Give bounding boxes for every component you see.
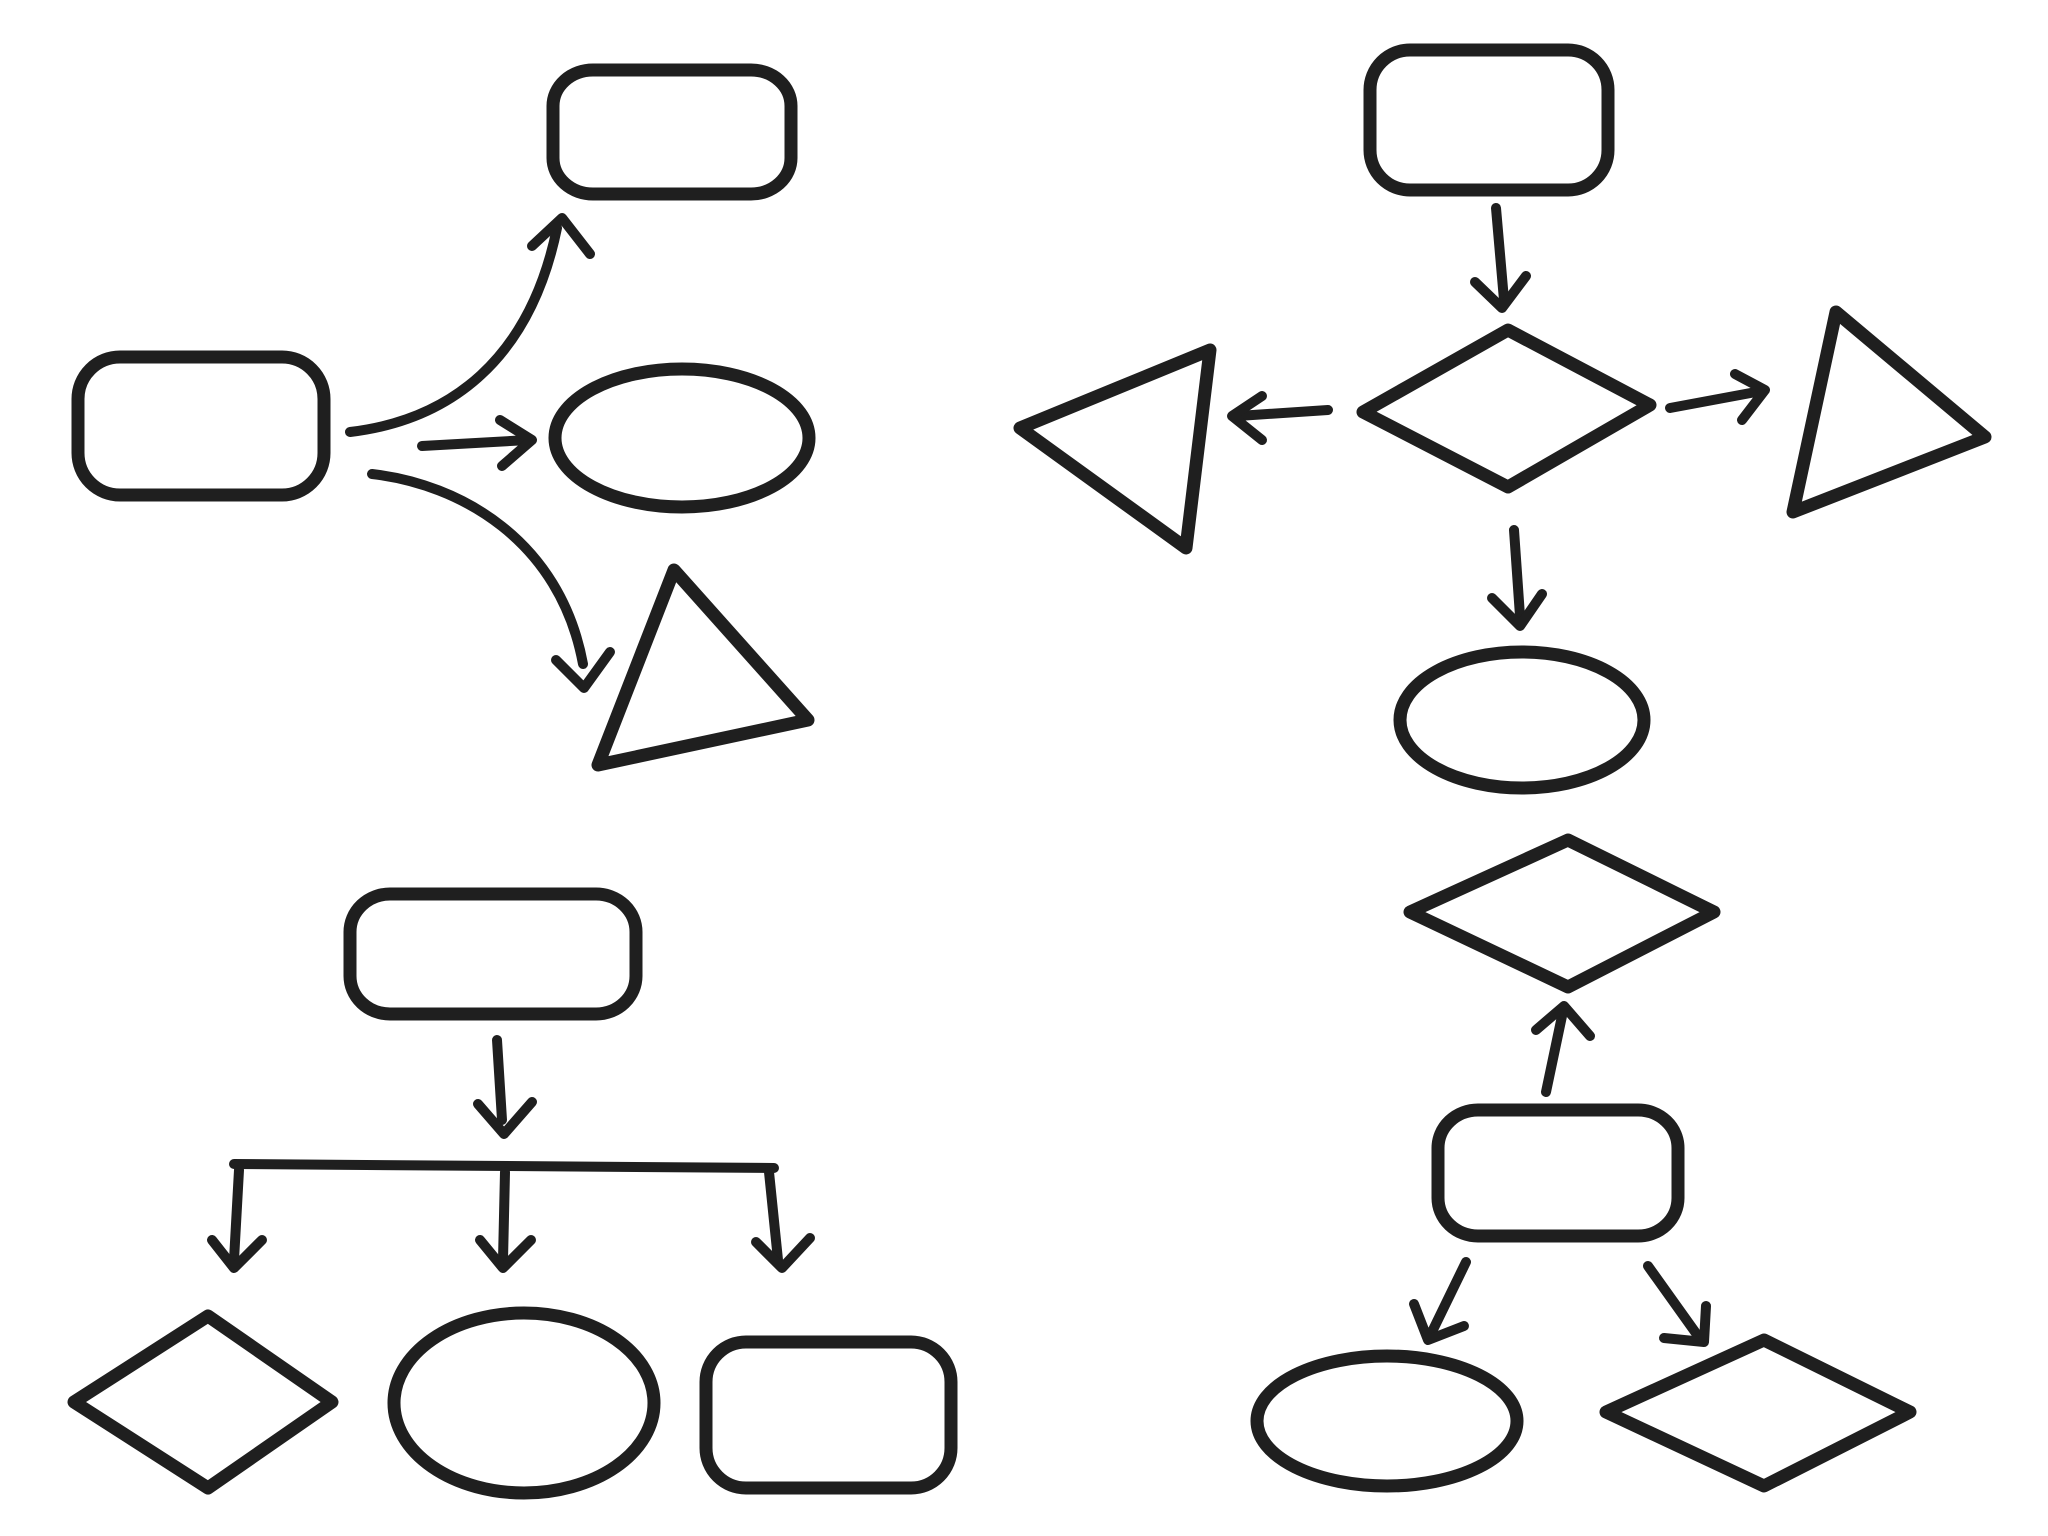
tr-connector-to-diamond <box>1491 203 1509 305</box>
tr-diamond <box>1356 323 1657 494</box>
br-arrowhead-down-left <box>1409 1299 1469 1345</box>
br-arrowhead-down-right <box>1659 1301 1711 1347</box>
bl-drop-left <box>229 1165 244 1265</box>
bottom-right-flowchart <box>1250 833 1917 1493</box>
tl-arrowhead-down <box>551 647 615 693</box>
tr-right-triangle <box>1786 305 1992 519</box>
tr-left-triangle <box>1013 343 1217 555</box>
tr-bottom-ellipse <box>1393 645 1651 795</box>
tr-arrowhead-down <box>1487 589 1547 631</box>
bottom-left-flowchart <box>67 887 958 1500</box>
br-arrowhead-up <box>1531 1001 1595 1041</box>
tr-connector-right <box>1665 387 1761 413</box>
br-connector-down-right <box>1643 1261 1703 1341</box>
tr-top-rounded-rect <box>1363 43 1615 197</box>
tr-connector-down <box>1509 525 1525 621</box>
br-middle-rounded-rect <box>1431 1103 1685 1243</box>
top-left-flowchart <box>71 63 816 772</box>
bl-top-rounded-rect <box>343 887 643 1021</box>
bl-arrowhead-left <box>207 1235 267 1273</box>
tl-ellipse <box>548 362 816 514</box>
tr-connector-left <box>1233 405 1333 421</box>
bl-connector-to-bus <box>492 1035 507 1125</box>
tl-top-rounded-rect <box>546 63 798 201</box>
tl-arrowhead-up <box>527 213 595 259</box>
bl-arrowhead-middle <box>475 1235 536 1273</box>
bl-drop-right <box>764 1167 783 1265</box>
bl-arrowhead-to-bus <box>473 1097 537 1139</box>
br-connector-down-left <box>1425 1257 1471 1341</box>
bl-right-rounded-rect <box>699 1335 958 1495</box>
tl-straight-connector <box>417 435 533 451</box>
tl-curve-connector-down <box>367 469 588 669</box>
tr-arrowhead-right <box>1730 369 1770 425</box>
tl-arrowhead-right <box>495 415 537 471</box>
tl-triangle <box>591 563 815 772</box>
tr-arrowhead-left <box>1227 391 1267 445</box>
bl-horizontal-bus <box>229 1159 779 1173</box>
tl-source-rounded-rect <box>71 350 331 502</box>
br-connector-up <box>1541 1011 1567 1097</box>
bl-arrowhead-right <box>751 1233 815 1273</box>
bl-middle-ellipse <box>387 1306 661 1500</box>
br-bottom-left-ellipse <box>1250 1349 1524 1493</box>
tr-arrowhead-to-diamond <box>1470 271 1531 313</box>
br-bottom-right-diamond <box>1599 1333 1917 1493</box>
br-top-diamond <box>1403 833 1721 994</box>
top-right-flowchart <box>1013 43 1992 795</box>
tl-curve-connector-up <box>345 223 562 437</box>
bl-left-diamond <box>67 1309 339 1495</box>
bl-drop-middle <box>498 1167 510 1265</box>
